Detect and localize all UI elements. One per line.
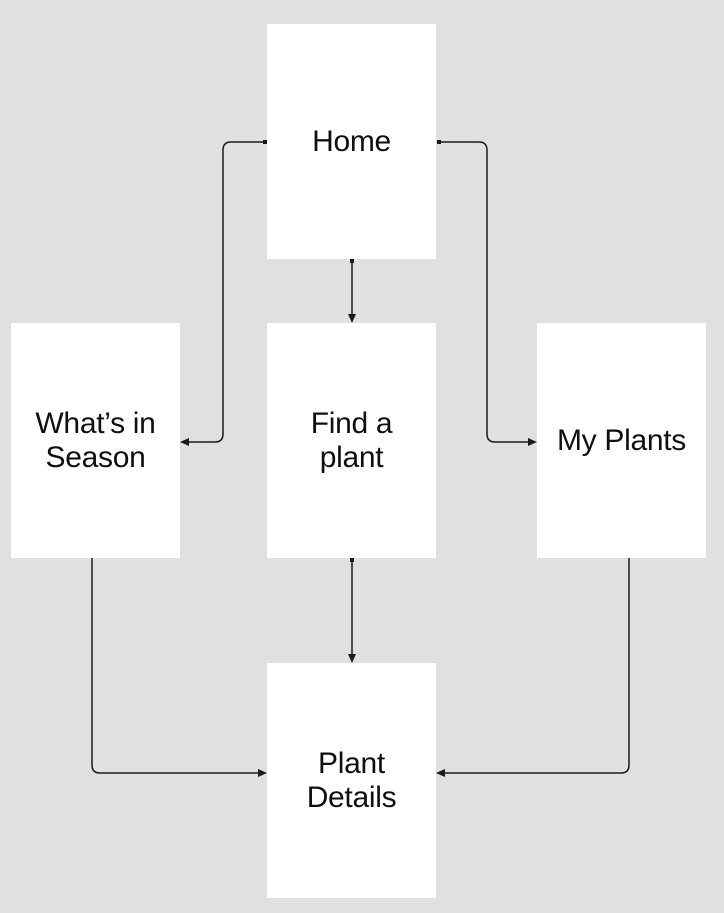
edge-line bbox=[439, 141, 530, 443]
edge-my-plants-to-plant-details bbox=[436, 558, 630, 777]
node-my-plants[interactable]: My Plants bbox=[537, 323, 706, 558]
node-plant-details-label: Plant Details bbox=[306, 746, 397, 814]
edge-line bbox=[187, 141, 265, 443]
node-find-a-plant[interactable]: Find a plant bbox=[267, 323, 436, 558]
arrowhead-down-icon bbox=[348, 654, 356, 663]
edge-whats-in-season-to-plant-details bbox=[91, 558, 267, 777]
edge-home-to-whats-in-season bbox=[180, 140, 267, 446]
edge-home-to-my-plants bbox=[437, 140, 537, 446]
node-whats-in-season-label: What’s in Season bbox=[35, 406, 156, 474]
arrowhead-down-icon bbox=[348, 314, 356, 323]
edge-line bbox=[91, 558, 260, 774]
edge-start-dot bbox=[350, 259, 354, 263]
node-home-label: Home bbox=[312, 124, 391, 158]
edge-find-a-plant-to-plant-details bbox=[348, 558, 356, 663]
node-my-plants-label: My Plants bbox=[556, 423, 686, 457]
edge-start-dot bbox=[350, 558, 354, 562]
node-whats-in-season[interactable]: What’s in Season bbox=[11, 323, 180, 558]
edge-start-dot bbox=[437, 140, 441, 144]
node-home[interactable]: Home bbox=[267, 24, 436, 259]
arrowhead-right-icon bbox=[258, 769, 267, 777]
edge-home-to-find-a-plant bbox=[348, 259, 356, 323]
arrowhead-left-icon bbox=[436, 769, 445, 777]
arrowhead-left-icon bbox=[180, 438, 189, 446]
edge-line bbox=[443, 558, 630, 774]
arrowhead-right-icon bbox=[528, 438, 537, 446]
node-find-a-plant-label: Find a plant bbox=[310, 406, 393, 474]
node-plant-details[interactable]: Plant Details bbox=[267, 663, 436, 898]
